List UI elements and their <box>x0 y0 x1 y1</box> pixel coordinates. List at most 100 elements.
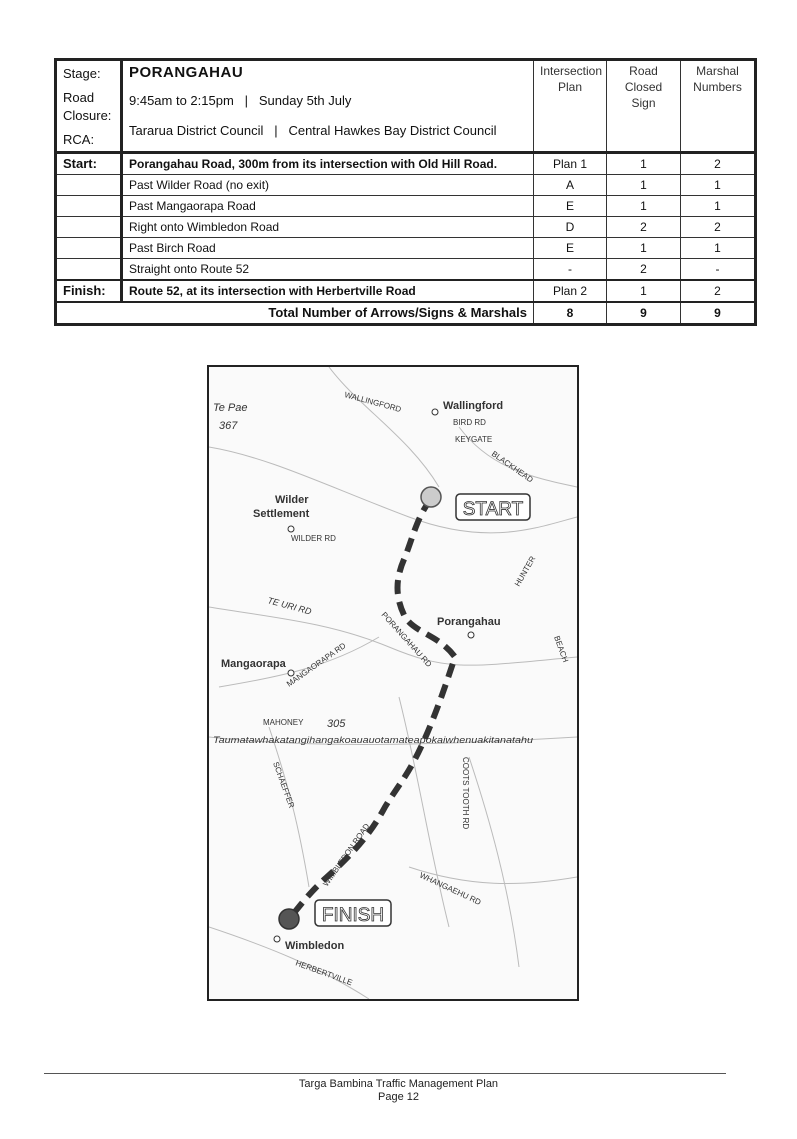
wallingford-place: Wallingford <box>443 400 503 412</box>
rca-council-1: Tararua District Council <box>129 123 264 138</box>
row-label <box>55 195 122 217</box>
finish-label: FINISH <box>322 905 384 926</box>
mangaorapa-marker <box>287 669 295 677</box>
row-road-closed: 2 <box>606 258 681 281</box>
row-intersection-plan: E <box>533 195 607 217</box>
total-plan: 8 <box>533 301 607 325</box>
start-marker <box>420 486 442 508</box>
row-road-closed: 1 <box>606 237 681 259</box>
row-description: Straight onto Route 52 <box>120 258 534 281</box>
row-marshal: 1 <box>680 195 756 217</box>
total-row: Total Number of Arrows/Signs & Marshals … <box>55 301 756 325</box>
stage-route <box>286 497 459 921</box>
finish-marker <box>278 908 300 930</box>
footer-title: Targa Bambina Traffic Management Plan <box>298 1078 499 1090</box>
porangahau-road-label: PORANGAHAU RD <box>380 610 434 669</box>
start-box <box>455 493 531 521</box>
stage-label: Stage: <box>63 66 101 81</box>
whangaehu-label: WHANGAEHU RD <box>418 871 482 907</box>
closure-time: 9:45am to 2:15pm <box>129 93 234 108</box>
row-marshal: 2 <box>680 151 756 175</box>
row-description: Past Wilder Road (no exit) <box>120 174 534 196</box>
stage-info: PORANGAHAU 9:45am to 2:15pm | Sunday 5th… <box>120 59 534 153</box>
row-road-closed: 2 <box>606 216 681 238</box>
road-closed-sign-header: Road Closed Sign <box>606 59 681 153</box>
blackhead-label: BLACKHEAD <box>490 449 535 484</box>
road-closure-label: Road Closure: <box>63 90 112 123</box>
schaeffer-label: SCHAEFFER <box>271 761 296 810</box>
mangaorapa-road-label: MANGAORAPA RD <box>285 641 348 689</box>
settlement-place: Settlement <box>253 508 310 520</box>
row-description: Route 52, at its intersection with Herbe… <box>120 279 534 303</box>
marshal-numbers-header: Marshal Numbers <box>680 59 756 153</box>
footer-rule <box>44 1073 726 1074</box>
finish-box <box>314 899 392 927</box>
row-road-closed: 1 <box>606 174 681 196</box>
herbertville-label: HERBERTVILLE <box>294 958 353 987</box>
row-label <box>55 237 122 259</box>
closure-date: Sunday 5th July <box>258 93 352 108</box>
row-intersection-plan: A <box>533 174 607 196</box>
row-label: Start: <box>55 151 122 175</box>
route-map-svg: Te Pae 367 WALLINGFORD Wallingford BIRD … <box>209 367 577 999</box>
row-description: Porangahau Road, 300m from its intersect… <box>120 151 534 175</box>
wilder-road-label: WILDER RD <box>291 534 336 543</box>
hunter-label: HUNTER <box>513 554 538 588</box>
rca-line: Tararua District Council | Central Hawke… <box>129 123 527 139</box>
route-367-label: 367 <box>219 420 238 432</box>
row-intersection-plan: D <box>533 216 607 238</box>
total-closed: 9 <box>606 301 681 325</box>
place-markers <box>273 408 475 943</box>
background-roads <box>209 367 577 999</box>
closure-time-line: 9:45am to 2:15pm | Sunday 5th July <box>129 93 527 109</box>
te-pae-label: Te Pae <box>213 402 247 414</box>
row-marshal: 2 <box>680 216 756 238</box>
bird-road-label: BIRD RD <box>453 418 486 427</box>
closure-row: Finish:Route 52, at its intersection wit… <box>55 279 756 303</box>
route-map: Te Pae 367 WALLINGFORD Wallingford BIRD … <box>207 365 579 1001</box>
row-description: Past Mangaorapa Road <box>120 195 534 217</box>
closure-rows: Start:Porangahau Road, 300m from its int… <box>55 151 756 303</box>
closure-row: Start:Porangahau Road, 300m from its int… <box>55 151 756 175</box>
row-road-closed: 1 <box>606 279 681 303</box>
start-label: START <box>463 499 524 520</box>
coots-tooth-label: COOTS TOOTH RD <box>461 757 470 829</box>
row-description: Right onto Wimbledon Road <box>120 216 534 238</box>
row-intersection-plan: Plan 1 <box>533 151 607 175</box>
rca-label: RCA: <box>63 132 95 147</box>
stage-labels: Stage: Road Closure: RCA: <box>55 59 122 153</box>
row-marshal: 1 <box>680 174 756 196</box>
total-label: Total Number of Arrows/Signs & Marshals <box>55 301 534 325</box>
row-label <box>55 174 122 196</box>
row-intersection-plan: Plan 2 <box>533 279 607 303</box>
row-label <box>55 258 122 281</box>
row-label: Finish: <box>55 279 122 303</box>
porangahau-place: Porangahau <box>437 616 501 628</box>
footer-page: Page 12 <box>378 1091 419 1103</box>
wallingford-marker <box>431 408 439 416</box>
mangaorapa-place: Mangaorapa <box>221 658 287 670</box>
stage-name: PORANGAHAU <box>129 64 244 81</box>
wimbledon-place: Wimbledon <box>285 940 344 952</box>
row-road-closed: 1 <box>606 195 681 217</box>
row-marshal: 2 <box>680 279 756 303</box>
porangahau-marker <box>467 631 475 639</box>
row-label <box>55 216 122 238</box>
closure-row: Straight onto Route 52-2- <box>55 258 756 281</box>
road-closure-table-wrapper: Stage: Road Closure: RCA: PORANGAHAU 9:4… <box>54 58 757 326</box>
wilder-marker <box>287 525 295 533</box>
row-intersection-plan: - <box>533 258 607 281</box>
mahoney-label: MAHONEY <box>263 718 304 727</box>
row-road-closed: 1 <box>606 151 681 175</box>
row-marshal: 1 <box>680 237 756 259</box>
wallingford-road-label: WALLINGFORD <box>343 390 402 414</box>
row-description: Past Birch Road <box>120 237 534 259</box>
separator: | <box>274 123 278 138</box>
map-labels: Te Pae 367 WALLINGFORD Wallingford BIRD … <box>213 390 570 987</box>
route-305-label: 305 <box>327 718 346 730</box>
wimbledon-marker <box>273 935 281 943</box>
keygate-label: KEYGATE <box>455 435 492 444</box>
long-place-name: Taumatawhakatangihangakoauauotamateapoka… <box>213 735 534 746</box>
